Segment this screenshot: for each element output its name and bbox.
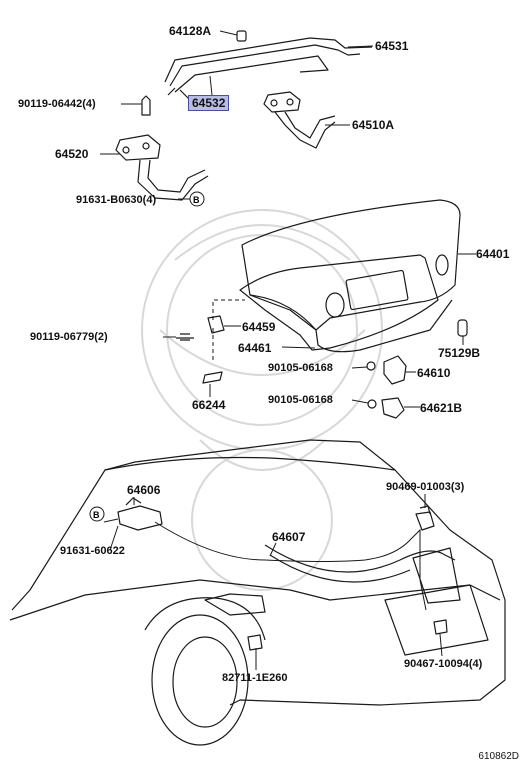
label-90105-06168-upper[interactable]: 90105-06168 xyxy=(268,362,333,374)
label-64461[interactable]: 64461 xyxy=(238,341,272,355)
trunk-lid xyxy=(241,199,461,353)
ref-b-top: B xyxy=(193,195,200,205)
label-91631-B0630[interactable]: 91631-B0630(4) xyxy=(76,194,157,206)
ref-b-bottom: B xyxy=(93,510,100,520)
label-90469-01003[interactable]: 90469-01003(3) xyxy=(386,481,465,493)
leader-lines xyxy=(100,30,476,670)
opener-90469 xyxy=(415,505,435,531)
label-64621B[interactable]: 64621B xyxy=(420,401,463,415)
striker-64621B xyxy=(367,397,405,419)
release-lever-64606 xyxy=(117,497,163,531)
label-64459[interactable]: 64459 xyxy=(242,320,276,334)
ref-circle-b-top xyxy=(189,191,205,207)
ref-circle-b-bottom xyxy=(89,506,105,522)
label-91631-60622[interactable]: 91631-60622 xyxy=(60,545,125,557)
watermark-emblem xyxy=(141,209,383,591)
label-64606[interactable]: 64606 xyxy=(127,483,161,497)
label-64520[interactable]: 64520 xyxy=(55,147,89,161)
label-64401[interactable]: 64401 xyxy=(476,247,510,261)
label-90467-10094[interactable]: 90467-10094(4) xyxy=(404,658,483,670)
label-82711-1E260[interactable]: 82711-1E260 xyxy=(222,672,288,684)
label-90119-06442[interactable]: 90119-06442(4) xyxy=(18,98,96,110)
emblem-75129B xyxy=(457,319,468,337)
label-66244[interactable]: 66244 xyxy=(192,398,226,412)
label-64531[interactable]: 64531 xyxy=(375,39,409,53)
cushion-64459 xyxy=(176,315,225,341)
label-75129B[interactable]: 75129B xyxy=(438,346,481,360)
label-64128A[interactable]: 64128A xyxy=(169,24,212,38)
dashed-locator xyxy=(212,299,245,360)
clip-82711 xyxy=(247,634,263,651)
diagram-code: 610862D xyxy=(478,751,519,762)
pad-66244 xyxy=(202,371,223,384)
label-64607[interactable]: 64607 xyxy=(272,530,306,544)
label-64610[interactable]: 64610 xyxy=(417,366,451,380)
hinge-left xyxy=(115,95,209,201)
torsion-bar-assembly xyxy=(164,30,373,101)
label-90119-06779[interactable]: 90119-06779(2) xyxy=(30,331,108,343)
label-64510A[interactable]: 64510A xyxy=(352,118,395,132)
label-90105-06168-lower[interactable]: 90105-06168 xyxy=(268,394,333,406)
hinge-right xyxy=(263,91,336,149)
car-body xyxy=(9,439,506,746)
weatherstrip-64461 xyxy=(239,254,439,351)
label-64532-highlighted[interactable]: 64532 xyxy=(188,95,230,111)
release-cable-64607 xyxy=(154,521,427,611)
clip-90467 xyxy=(433,619,448,635)
lock-64610 xyxy=(366,355,407,385)
